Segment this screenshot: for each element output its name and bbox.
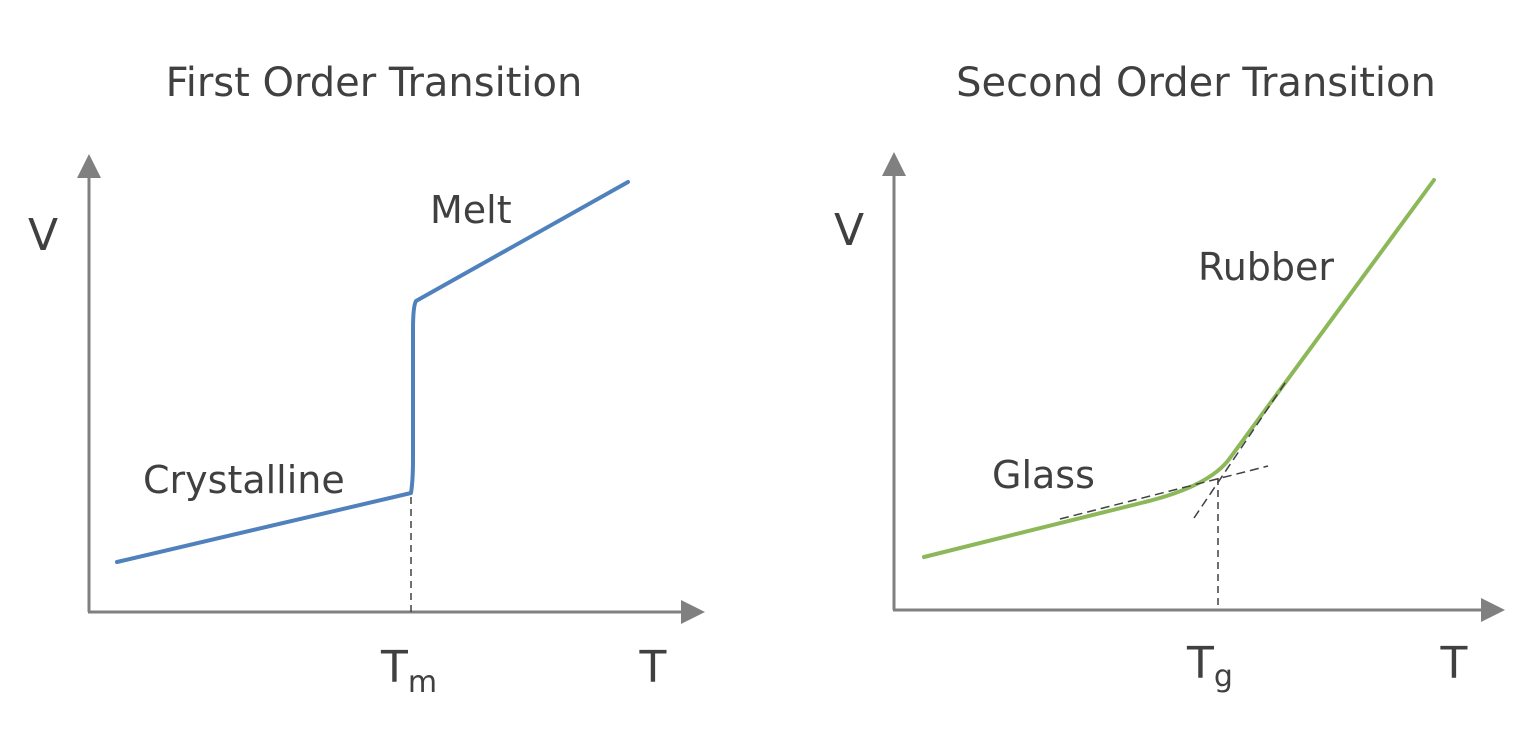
first-order-x-axis-arrow — [681, 600, 705, 624]
first-order-tm-sub: m — [408, 665, 437, 700]
second-order-x-label: T — [1440, 638, 1468, 689]
first-order-crystalline-label: Crystalline — [143, 458, 345, 502]
first-order-y-label: V — [28, 210, 58, 261]
first-order-title: First Order Transition — [166, 60, 583, 106]
first-order-y-axis-arrow — [77, 154, 101, 178]
second-order-tg-sub: g — [1214, 659, 1233, 694]
first-order-tm-main: T — [380, 642, 408, 693]
first-order-volume-curve — [115, 180, 630, 564]
second-order-glass-label: Glass — [992, 453, 1095, 497]
second-order-volume-curve — [922, 178, 1436, 559]
first-order-x-label: T — [639, 642, 667, 693]
second-order-glass-tangent — [1059, 465, 1269, 520]
second-order-tg-main: T — [1186, 638, 1214, 689]
second-order-x-axis-arrow — [1481, 598, 1505, 622]
first-order-panel: First Order Transition V T Crystalline M… — [28, 60, 705, 700]
second-order-panel: Second Order Transition V T Glass Rubber… — [834, 60, 1505, 694]
second-order-title: Second Order Transition — [956, 60, 1436, 106]
first-order-melt-label: Melt — [430, 188, 512, 232]
second-order-tg-tick: Tg — [1186, 638, 1233, 694]
first-order-tm-tick: Tm — [380, 642, 437, 700]
second-order-y-label: V — [834, 205, 864, 256]
second-order-rubber-label: Rubber — [1198, 245, 1334, 289]
second-order-rubber-tangent — [1193, 379, 1288, 519]
second-order-y-axis-arrow — [882, 152, 906, 176]
